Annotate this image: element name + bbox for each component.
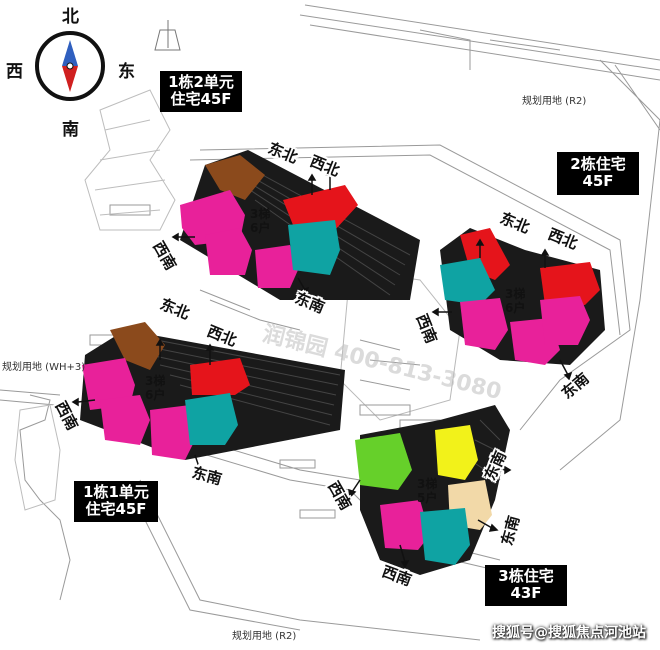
- compass-east-label: 东: [118, 62, 135, 82]
- unit-northwest-red: [283, 185, 358, 230]
- building-3-name: 3栋住宅: [498, 567, 554, 585]
- compass-north-label: 北: [62, 7, 79, 27]
- building-2-floors: 45F: [582, 172, 614, 191]
- building-1-unit-1-name: 1栋1单元: [83, 483, 149, 501]
- building-2-units: 3梯 6户: [505, 287, 526, 315]
- plan-label-left: 规划用地 (WH+3): [2, 362, 86, 373]
- building-1-unit-2-units: 3梯 6户: [250, 207, 271, 235]
- building-3: [355, 405, 510, 575]
- building-1-unit-1-floors: 住宅45F: [85, 500, 147, 519]
- unit-southeast-magenta-2: [540, 296, 590, 345]
- building-1-unit-1-units: 3梯 6户: [145, 374, 166, 402]
- unit-west-green: [355, 433, 412, 490]
- building-1-unit-2-label: 1栋2单元 住宅45F: [160, 71, 242, 112]
- building-2-name: 2栋住宅: [570, 155, 626, 173]
- building-1-unit-1-label: 1栋1单元 住宅45F: [74, 481, 158, 522]
- unit-southeast-teal: [288, 220, 340, 275]
- unit-southwest-teal: [440, 258, 495, 305]
- building-3-label: 3栋住宅 43F: [485, 565, 567, 606]
- building-3-floors: 43F: [510, 584, 542, 603]
- unit-southwest-magenta: [460, 298, 508, 350]
- unit-south-teal: [420, 508, 470, 565]
- unit-southwest-magenta-2: [205, 228, 252, 275]
- compass: [35, 31, 105, 101]
- unit-northeast-brown: [205, 155, 265, 200]
- compass-needle-north: [62, 40, 78, 66]
- unit-southwest-magenta: [82, 358, 135, 410]
- plan-linework: [0, 4, 660, 641]
- unit-southeast-magenta: [255, 245, 298, 288]
- unit-northwest-red: [540, 262, 600, 305]
- unit-northeast-brown: [110, 322, 165, 370]
- building-1-unit-1: [80, 322, 345, 460]
- compass-south-label: 南: [62, 120, 79, 140]
- unit-southwest-magenta: [380, 500, 430, 550]
- building-1-unit-2-name: 1栋2单元: [168, 73, 234, 91]
- plan-label-bottom: 规划用地 (R2): [232, 631, 297, 642]
- building-3-units: 3梯 5户: [417, 477, 438, 505]
- unit-east-yellow: [435, 425, 478, 480]
- building-2: [440, 228, 605, 365]
- building-1-unit-2: [180, 150, 420, 300]
- direction-arrows: [71, 168, 573, 569]
- unit-southeast-magenta: [150, 405, 195, 460]
- unit-southeast-teal: [185, 393, 238, 445]
- unit-northwest-red: [190, 358, 250, 395]
- compass-west-label: 西: [6, 62, 23, 82]
- compass-needle-south: [62, 66, 78, 92]
- plan-label-top-right: 规划用地 (R2): [522, 96, 587, 107]
- building-1-unit-2-floors: 住宅45F: [170, 90, 232, 109]
- source-credit: 搜狐号@搜狐焦点河池站: [492, 625, 646, 641]
- building-2-label: 2栋住宅 45F: [557, 152, 639, 195]
- unit-southwest-magenta-2: [100, 395, 150, 445]
